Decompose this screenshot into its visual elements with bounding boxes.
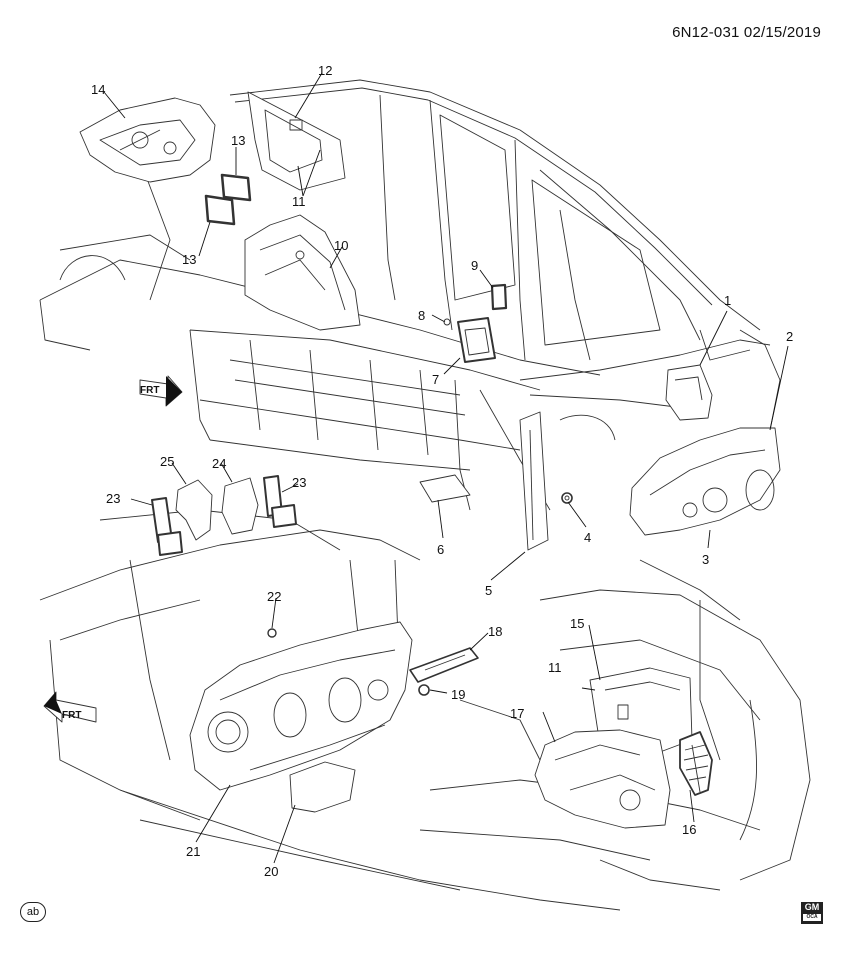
- part-4-grommet: [561, 492, 573, 504]
- callout-7: 7: [432, 372, 439, 387]
- callout-15: 15: [570, 616, 584, 631]
- part-2-dash-insulator: [629, 427, 781, 536]
- callout-23-left: 23: [106, 491, 120, 506]
- callout-4: 4: [584, 530, 591, 545]
- frt-label-top: FRT: [140, 385, 159, 396]
- callout-20: 20: [264, 864, 278, 879]
- callout-8: 8: [418, 308, 425, 323]
- callout-21: 21: [186, 844, 200, 859]
- leader-lines: [103, 72, 789, 864]
- callout-3: 3: [702, 552, 709, 567]
- part-8-fastener: [443, 318, 451, 326]
- frt-label-bottom: FRT: [62, 710, 81, 721]
- part-1-insulator: [665, 364, 713, 421]
- callout-23-right: 23: [292, 475, 306, 490]
- callout-24: 24: [212, 456, 226, 471]
- document-code: 6N12-031 02/15/2019: [672, 24, 821, 41]
- part-13-seal-upper: [220, 173, 252, 202]
- callout-17: 17: [510, 706, 524, 721]
- callout-11-upper: 11: [292, 194, 306, 209]
- callout-9: 9: [471, 258, 478, 273]
- part-12-insulator: [247, 91, 346, 191]
- callout-22: 22: [267, 589, 281, 604]
- callout-5: 5: [485, 583, 492, 598]
- callout-2: 2: [786, 329, 793, 344]
- callout-19: 19: [451, 687, 465, 702]
- callout-1: 1: [724, 293, 731, 308]
- part-14-rear-panel: [79, 97, 216, 183]
- callout-13-lower: 13: [182, 252, 196, 267]
- callout-11-lower: 11: [548, 660, 562, 675]
- part-5-strip: [519, 411, 549, 551]
- frt-arrow-bottom: [43, 691, 97, 723]
- part-23-bracket-right: [263, 475, 297, 528]
- part-7-bracket: [457, 317, 496, 363]
- part-10-wheelhouse-panel: [244, 214, 361, 331]
- part-23-bracket-left: [151, 497, 183, 556]
- gm-logo-sub: OCA: [803, 914, 821, 921]
- callout-25: 25: [160, 454, 174, 469]
- frt-arrow-top: [139, 375, 183, 407]
- gm-logo: GM OCA: [801, 902, 823, 924]
- part-21-dash-panel: [189, 621, 413, 791]
- part-18-strip: [409, 647, 479, 683]
- lower-body-structure: [39, 509, 811, 911]
- callout-14: 14: [91, 82, 105, 97]
- part-22-fastener: [267, 628, 277, 638]
- part-19-grommet: [418, 684, 430, 696]
- callout-12: 12: [318, 63, 332, 78]
- callout-16: 16: [682, 822, 696, 837]
- callout-18: 18: [488, 624, 502, 639]
- callout-13-upper: 13: [231, 133, 245, 148]
- callout-10: 10: [334, 238, 348, 253]
- callout-labels: 1 2 3 4 5 6 7 8 9 10 11 11 12 13 13 14 1…: [91, 63, 793, 879]
- part-9-seal: [490, 283, 508, 311]
- gm-logo-main: GM: [804, 902, 820, 912]
- part-25-bracket: [175, 479, 213, 541]
- part-16-mesh-panel: [679, 731, 713, 796]
- callout-6: 6: [437, 542, 444, 557]
- part-17-wheelhouse-panel: [534, 729, 671, 829]
- part-13-seal-lower: [204, 194, 236, 226]
- ab-badge: ab: [20, 902, 46, 922]
- part-20-insulator: [289, 761, 356, 813]
- part-24-bracket: [221, 477, 259, 535]
- part-6-pad: [419, 474, 471, 503]
